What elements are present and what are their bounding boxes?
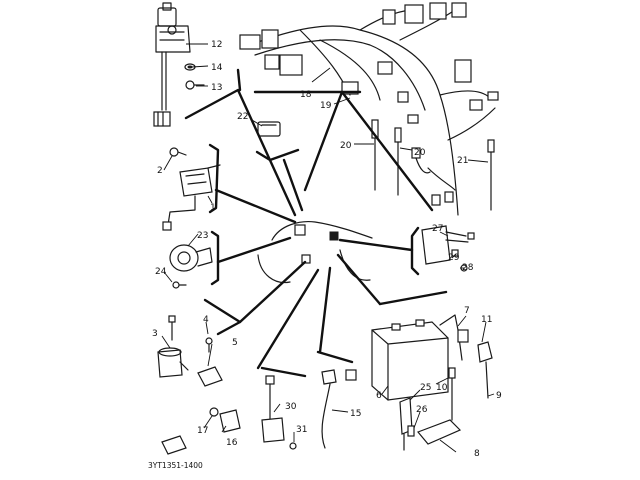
callout-21: 21: [457, 156, 468, 166]
callout-15: 15: [350, 409, 361, 419]
main-switch-drawing: [153, 2, 191, 127]
drawing-code: 3YT1351-1400: [148, 461, 203, 470]
callout-23: 23: [197, 231, 208, 241]
callout-13: 13: [211, 83, 222, 93]
horn-drawing: [169, 244, 213, 289]
battery-drawing: [371, 319, 449, 401]
callout-19: 19: [320, 101, 332, 111]
callout-27: 27: [432, 224, 443, 234]
screw-drawing: [185, 80, 205, 90]
callout-3: 3: [152, 329, 158, 339]
spark-plug-lead-drawing: [321, 369, 357, 449]
wire-harness-drawing: [239, 2, 499, 216]
callout-14: 14: [211, 63, 223, 73]
callout-20-left: 20: [340, 141, 352, 151]
callout-11: 11: [481, 315, 492, 325]
ignition-coil-drawing: [157, 315, 223, 387]
callout-16: 16: [226, 438, 238, 448]
callout-31: 31: [296, 425, 307, 435]
sensor-drawing: [161, 407, 241, 455]
callout-22: 22: [237, 112, 248, 122]
callout-labels: 12 14 13 18 19 22 20 20 21 2 1 23 24 27 …: [152, 40, 502, 459]
callout-12: 12: [211, 40, 222, 50]
callout-leaders: [161, 43, 495, 453]
callout-6: 6: [376, 391, 382, 401]
callout-9: 9: [496, 391, 502, 401]
callout-4: 4: [203, 315, 209, 325]
callout-24: 24: [155, 267, 167, 277]
callout-7: 7: [464, 306, 470, 316]
callout-1: 1: [210, 203, 216, 213]
callout-28: 28: [462, 263, 474, 273]
callout-18: 18: [300, 90, 312, 100]
callout-26: 26: [416, 405, 428, 415]
callout-5: 5: [232, 338, 238, 348]
callout-25: 25: [420, 383, 431, 393]
callout-10: 10: [436, 383, 448, 393]
callout-2: 2: [157, 166, 163, 176]
callout-17: 17: [197, 426, 208, 436]
wire-leads-drawing: [371, 119, 495, 211]
flasher-relay-drawing: [257, 121, 281, 137]
callout-20-right: 20: [414, 148, 426, 158]
battery-leads-drawing: [399, 314, 493, 451]
cdi-unit-drawing: [421, 225, 475, 272]
callout-30: 30: [285, 402, 297, 412]
frame-outline-drawing: [257, 220, 373, 284]
rectifier-drawing: [162, 147, 221, 231]
neutral-switch-drawing: [261, 375, 297, 450]
callout-8: 8: [474, 449, 480, 459]
callout-29: 29: [448, 253, 460, 263]
connector-brackets: [184, 68, 448, 378]
